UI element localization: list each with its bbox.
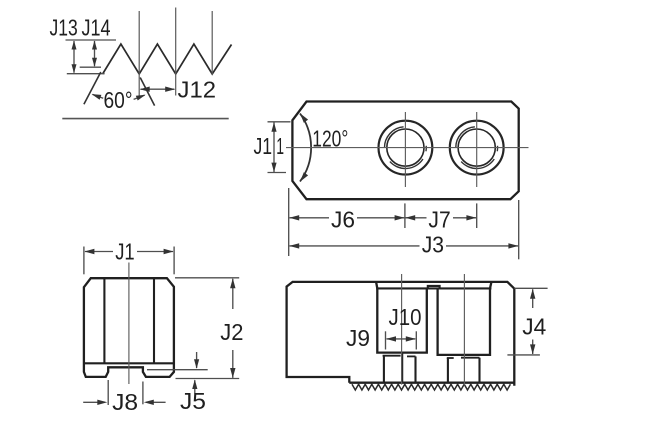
svg-text:60°: 60°	[104, 87, 133, 113]
svg-text:J12: J12	[178, 77, 217, 103]
svg-text:J7: J7	[428, 206, 450, 232]
svg-text:120°: 120°	[312, 126, 348, 152]
svg-text:J2: J2	[220, 319, 243, 345]
svg-text:J1: J1	[254, 133, 273, 159]
svg-text:J14: J14	[82, 15, 111, 41]
svg-text:J4: J4	[522, 314, 546, 340]
svg-text:J3: J3	[422, 232, 444, 258]
svg-text:J5: J5	[180, 388, 206, 414]
svg-text:J1: J1	[115, 239, 135, 265]
svg-text:J13: J13	[50, 15, 78, 41]
svg-text:J10: J10	[389, 304, 422, 330]
svg-text:1: 1	[276, 133, 284, 159]
svg-text:J9: J9	[346, 325, 370, 351]
svg-text:J8: J8	[112, 389, 138, 415]
svg-text:J6: J6	[331, 206, 355, 232]
